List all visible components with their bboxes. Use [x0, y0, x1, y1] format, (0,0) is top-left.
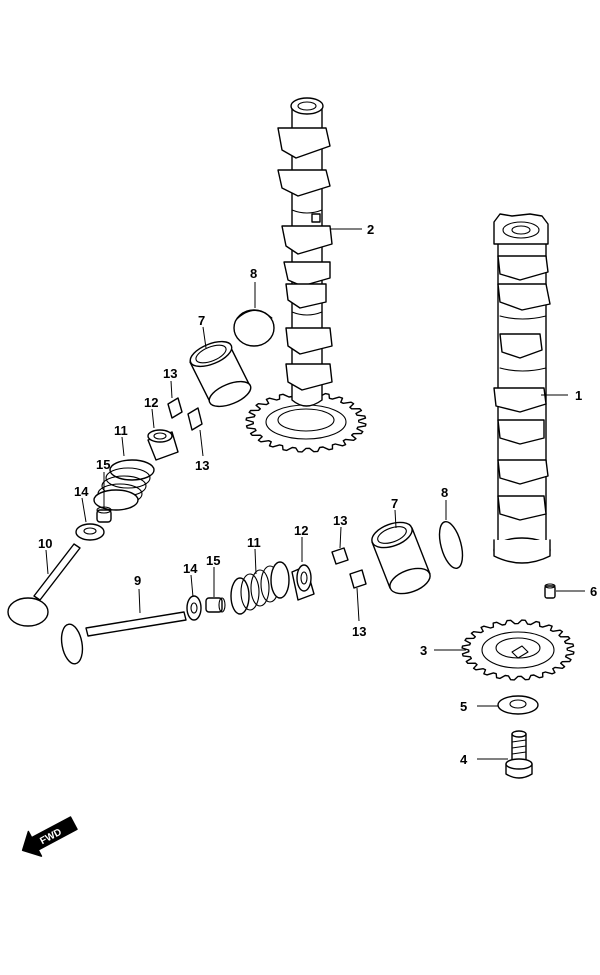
- camshaft-2-sprocket: [245, 391, 367, 453]
- camshaft-part-1: [493, 213, 551, 564]
- tappet-part-7-lower: [371, 521, 431, 595]
- callout-13-upper-b: 13: [195, 458, 209, 473]
- cotters-part-13-upper: [167, 397, 203, 431]
- callout-7-lower: 7: [391, 496, 398, 511]
- callout-9: 9: [134, 573, 141, 588]
- callout-11-lower: 11: [247, 535, 261, 550]
- camshaft-part-2: [245, 97, 367, 453]
- fwd-label: FWD: [38, 827, 63, 847]
- valve-stem-seal-part-15-lower: [205, 597, 226, 613]
- callout-12-lower: 12: [294, 523, 308, 538]
- callout-2: 2: [367, 222, 374, 237]
- callout-6: 6: [590, 584, 597, 599]
- valve-spring-part-11-upper: [93, 459, 155, 511]
- callout-4: 4: [460, 752, 468, 767]
- callout-3: 3: [420, 643, 427, 658]
- callout-1: 1: [575, 388, 582, 403]
- dowel-pin-part-6: [544, 583, 556, 599]
- callout-5: 5: [460, 699, 467, 714]
- valve-spring-part-11-lower: [230, 561, 290, 615]
- shim-part-8-upper: [233, 309, 275, 347]
- callout-14-upper: 14: [74, 484, 89, 499]
- retainer-part-12-lower: [291, 564, 315, 601]
- valve-part-9: [60, 611, 187, 665]
- callout-13-lower-b: 13: [352, 624, 366, 639]
- washer-part-5: [497, 695, 539, 715]
- callout-10: 10: [38, 536, 52, 551]
- leader-lines: [45, 228, 585, 760]
- cam-sprocket-part-3: [461, 619, 575, 681]
- callout-8-lower: 8: [441, 485, 448, 500]
- callout-8-upper: 8: [250, 266, 257, 281]
- cotters-part-13-lower: [331, 547, 367, 589]
- callout-labels: 1 2 3 4 5 6 7 7 8 8 9 10 11 11 12 12 13 …: [38, 222, 597, 767]
- tappet-part-7-upper: [189, 340, 252, 408]
- retainer-part-12-upper: [147, 429, 179, 461]
- callout-13-upper-a: 13: [163, 366, 177, 381]
- callout-11-upper: 11: [114, 423, 128, 438]
- callout-15-lower: 15: [206, 553, 220, 568]
- callout-12-upper: 12: [144, 395, 158, 410]
- callout-13-lower-a: 13: [333, 513, 347, 528]
- callout-15-upper: 15: [96, 457, 110, 472]
- spring-seat-part-14-upper: [75, 523, 105, 541]
- bolt-part-4: [505, 730, 533, 779]
- callout-7-upper: 7: [198, 313, 205, 328]
- callout-14-lower: 14: [183, 561, 198, 576]
- spring-seat-part-14-lower: [186, 595, 202, 621]
- valve-part-10: [7, 543, 81, 627]
- fwd-direction-arrow: FWD: [21, 816, 78, 857]
- shim-part-8-lower: [438, 520, 464, 570]
